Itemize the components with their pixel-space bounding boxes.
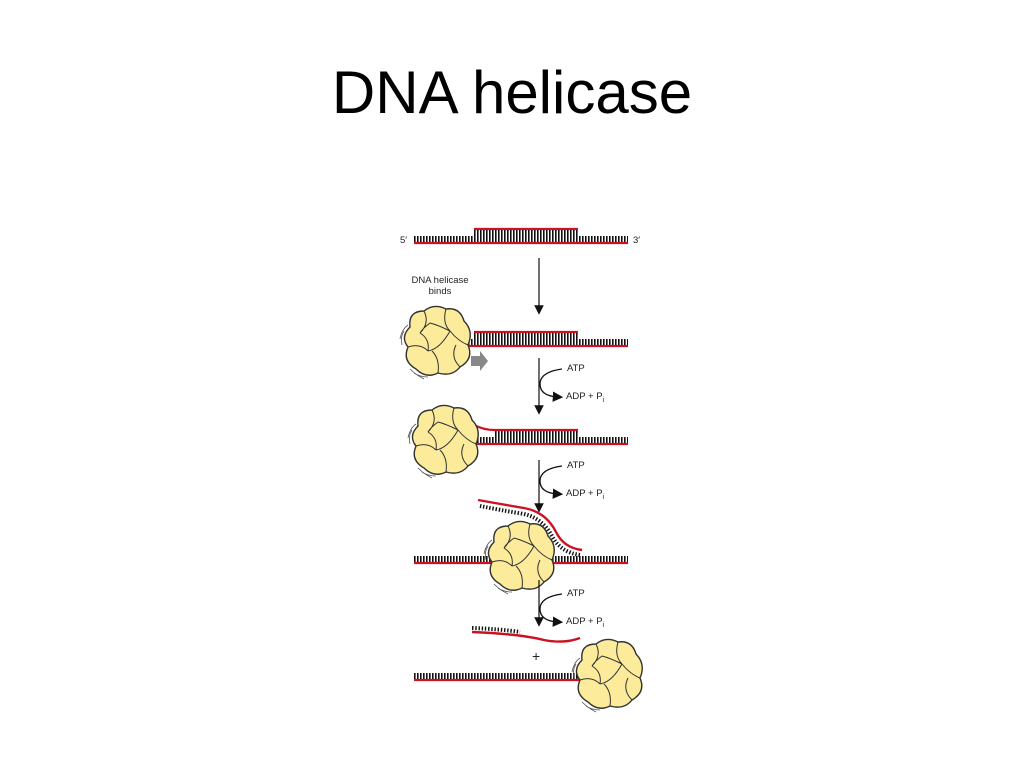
plus-sign: + bbox=[532, 648, 541, 664]
slide-title: DNA helicase bbox=[331, 59, 693, 126]
adp-text: ADP + P bbox=[566, 616, 603, 627]
step-label-line-2: binds bbox=[428, 286, 452, 297]
adp-label-3: ADP + Pi bbox=[566, 616, 604, 631]
five-prime-label: 5′ bbox=[400, 235, 408, 246]
released-fragment bbox=[471, 626, 581, 643]
atp-label-3: ATP bbox=[567, 588, 585, 599]
atp-step-3 bbox=[534, 580, 564, 627]
dna-row-1 bbox=[414, 227, 628, 245]
atp-label-1: ATP bbox=[567, 363, 585, 374]
adp-text: ADP + P bbox=[566, 391, 603, 402]
atp-step-2 bbox=[534, 460, 564, 513]
step-label: DNA helicase binds bbox=[396, 275, 484, 297]
helicase-protein-3 bbox=[483, 520, 555, 595]
adp-subscript: i bbox=[602, 396, 605, 404]
helicase-protein-4 bbox=[571, 638, 643, 713]
helicase-protein-2 bbox=[407, 404, 479, 479]
adp-subscript: i bbox=[602, 493, 605, 501]
adp-text: ADP + P bbox=[566, 488, 603, 499]
atp-step-1 bbox=[534, 358, 564, 415]
step-label-line-1: DNA helicase bbox=[411, 275, 469, 286]
adp-label-1: ADP + Pi bbox=[566, 391, 604, 406]
adp-label-2: ADP + Pi bbox=[566, 488, 604, 503]
helicase-protein-1 bbox=[399, 305, 471, 380]
three-prime-label: 3′ bbox=[633, 235, 641, 246]
atp-label-2: ATP bbox=[567, 460, 585, 471]
direction-arrow-icon bbox=[471, 351, 488, 371]
dna-row-5 bbox=[414, 673, 606, 682]
adp-subscript: i bbox=[602, 621, 605, 629]
